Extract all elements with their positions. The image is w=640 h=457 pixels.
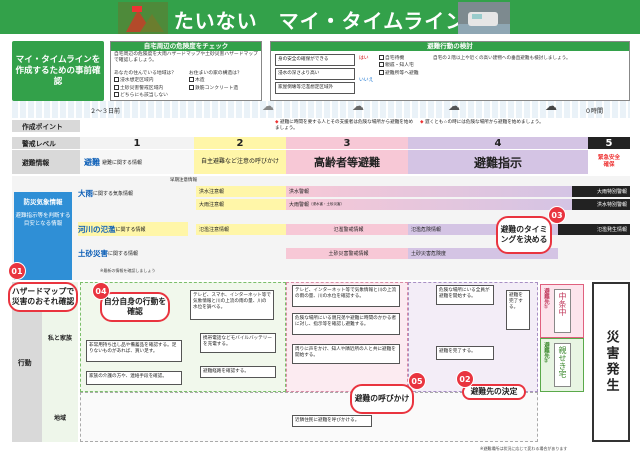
action-card: 近隣住民に避難を呼びかける。 xyxy=(292,415,372,427)
band-flood-advisory: 洪水注意報 xyxy=(196,186,286,197)
alert-level-4: 4 xyxy=(408,137,588,149)
disaster-outbreak: 災害発生 xyxy=(592,282,630,442)
info-cell-2: 自主避難など注意の呼びかけ xyxy=(194,150,286,174)
callout-destination: 避難先の決定 xyxy=(462,384,526,400)
evac-condition: 浸水の深さより高い xyxy=(275,68,355,80)
evac-choice[interactable]: 避難所等へ避難 xyxy=(379,70,429,77)
disaster-side-sub: 避難指示等を判断する目安となる情報 xyxy=(14,212,72,228)
destination-2: 避難先② 親せき宅 xyxy=(540,338,584,392)
rain-cloud-icon: ☁ xyxy=(262,99,274,113)
action-card: 周りに声をかけ、知人や隣近所の人と共に避難を開始する。 xyxy=(292,344,400,364)
alert-level-3: 3 xyxy=(286,137,408,149)
action-card: 避難経路を確認する。 xyxy=(200,366,276,378)
step-badge-04: 04 xyxy=(92,282,110,300)
callout-call-out: 避難の呼びかけ xyxy=(350,384,414,414)
evacuation-review-box: 避難行動の検討 身の安全の確保ができる 浸水の深さより高い 家屋倒壊等氾濫想定区… xyxy=(270,41,630,101)
row-label-info: 避難情報 xyxy=(12,150,80,174)
band-flood-occurrence: 氾濫発生情報 xyxy=(558,224,630,235)
info-cell-3: 高齢者等避難 xyxy=(286,150,408,174)
destination-2-label: 避難先② xyxy=(541,339,551,391)
row-label-alert: 警戒レベル xyxy=(12,137,80,149)
destination-1: 避難先① 中条中 xyxy=(540,284,584,338)
row-label-point: 作成ポイント xyxy=(12,120,80,132)
row-label-community: 地域 xyxy=(42,392,78,442)
rain-cloud-icon: ☁ xyxy=(352,99,364,113)
evac-no: いいえ xyxy=(359,78,373,84)
risk-check-header: 自宅周辺の危険度をチェック xyxy=(111,42,261,51)
rain-cloud-icon: ☁ xyxy=(448,99,460,113)
risk-check-text: 自宅周辺の危険度を大雨ハザードマップや土砂災害ハザードマップで確認しましょう。 xyxy=(111,51,261,66)
callout-self-action: 自分自身の行動を確認 xyxy=(100,292,170,322)
structure-option[interactable]: 鉄筋コンクリート造 xyxy=(189,85,261,92)
risk-option[interactable]: 浸水想定区域内 xyxy=(114,77,184,84)
band-rain-emergency: 大雨特別警報 xyxy=(572,186,630,197)
callout-hazard-map: ハザードマップで災害のおそれ確認 xyxy=(8,282,78,312)
risk-option[interactable]: どちらにも該当しない xyxy=(114,92,184,99)
evac-choice[interactable]: 自宅待機 xyxy=(379,55,429,62)
alert-level-2: 2 xyxy=(194,137,286,149)
action-card: 避難を完了する。 xyxy=(506,290,530,330)
footnote: ※避難場所は状況に応じて変わる場合があります xyxy=(480,446,567,452)
early-warning-label: 早期注意情報 xyxy=(170,177,197,183)
risk-option[interactable]: 土砂災害警戒区域内 xyxy=(114,85,184,92)
action-card: テレビ、インターネット等で気象情報と川の上流の雨の量、川の水位を確認する。 xyxy=(292,285,400,307)
evac-condition: 身の安全の確保ができる xyxy=(275,54,355,66)
structure-option[interactable]: 木造 xyxy=(189,77,261,84)
band-rain-warning: 大雨警報（浸水害・土砂災害） xyxy=(286,199,572,210)
destination-1-label: 避難先① xyxy=(541,285,551,337)
evacuation-review-header: 避難行動の検討 xyxy=(271,42,629,51)
action-card: 避難を完了する。 xyxy=(436,346,494,360)
band-flood-caution: 氾濫注意情報 xyxy=(196,224,286,235)
destination-1-value[interactable]: 中条中 xyxy=(554,289,571,333)
pre-check-label: マイ・タイムラインを作成するための事前確認 xyxy=(12,41,104,101)
evac-yes: はい xyxy=(359,56,369,62)
disaster-outbreak-label: 災害発生 xyxy=(602,330,621,394)
disaster-side-title: 防災気象情報 xyxy=(14,198,72,206)
band-flood-emergency: 洪水特別警報 xyxy=(572,199,630,210)
step-badge-05: 05 xyxy=(408,372,426,390)
info-cell-5: 緊急安全確保 xyxy=(588,150,630,174)
info-cell-4: 避難指示 xyxy=(408,150,588,174)
house-rain-illustration xyxy=(118,2,168,34)
band-note: ※最新の情報を確認しましょう xyxy=(100,268,155,274)
band-river-label: 河川の氾濫に関する情報 xyxy=(78,222,188,236)
step-badge-01: 01 xyxy=(8,262,26,280)
band-sediment-caution: 土砂災害警戒情報 xyxy=(286,248,408,259)
action-card: テレビ、スマホ、インターネット等で気象情報と川の上流の雨の量、川の水位を調べる。 xyxy=(190,290,274,320)
info-cell-1: 避難避難に関する情報 xyxy=(80,150,194,174)
action-card: 危険な場所にいる全員が避難を開始する。 xyxy=(436,285,494,305)
evac-choice[interactable]: 親戚・知人宅 xyxy=(379,62,429,69)
action-card: 危険な場所にいる親兄弟や避難に時間のかかる者に対し、指示等を確認し避難する。 xyxy=(292,313,400,335)
band-flood-warning: 洪水警報 xyxy=(286,186,572,197)
band-rain-label: 大雨に関する気象情報 xyxy=(78,186,188,200)
car-flood-illustration xyxy=(458,2,510,34)
risk-check-box: 自宅周辺の危険度をチェック 自宅周辺の危険度を大雨ハザードマップや土砂災害ハザー… xyxy=(110,41,262,101)
timeline-end: ０時間 xyxy=(585,106,603,115)
destination-2-value[interactable]: 親せき宅 xyxy=(554,343,571,387)
evac-note: 自宅の２階以上や近くの高い建物への垂直避難も検討しましょう。 xyxy=(433,56,625,62)
rain-cloud-icon: ☁ xyxy=(545,99,557,113)
timeline-start: ２～３日前 xyxy=(90,106,120,115)
point-1: ◆ 避難に時間を要する人とその支援者は危険な場所から避難を始めましょう。 xyxy=(275,120,415,134)
alert-level-5: 5 xyxy=(588,137,630,149)
page-title: たいない マイ・タイムライン xyxy=(0,5,640,34)
step-badge-03: 03 xyxy=(548,206,566,224)
action-card: 家族の介護の方や、連絡手段を確認。 xyxy=(86,371,182,385)
action-card: 非常用持ち出し品や備蓄品を確認する。足りないものがあれば、買い足す。 xyxy=(86,340,182,362)
band-sediment-label: 土砂災害に関する情報 xyxy=(78,246,188,260)
alert-level-1: 1 xyxy=(80,137,194,149)
callout-timing: 避難のタイミングを決める xyxy=(496,216,552,254)
action-card: 携帯電話などモバイルバッテリーを充電する。 xyxy=(200,333,276,353)
band-flood-alert: 氾濫警戒情報 xyxy=(286,224,408,235)
point-2: ◆ 遅くとも☆の時には危険な場所から避難を始めましょう。 xyxy=(420,120,630,134)
evac-condition: 家屋倒壊等氾濫想定区域外 xyxy=(275,82,355,94)
band-rain-advisory: 大雨注意報 xyxy=(196,199,286,210)
step-badge-02: 02 xyxy=(456,370,474,388)
